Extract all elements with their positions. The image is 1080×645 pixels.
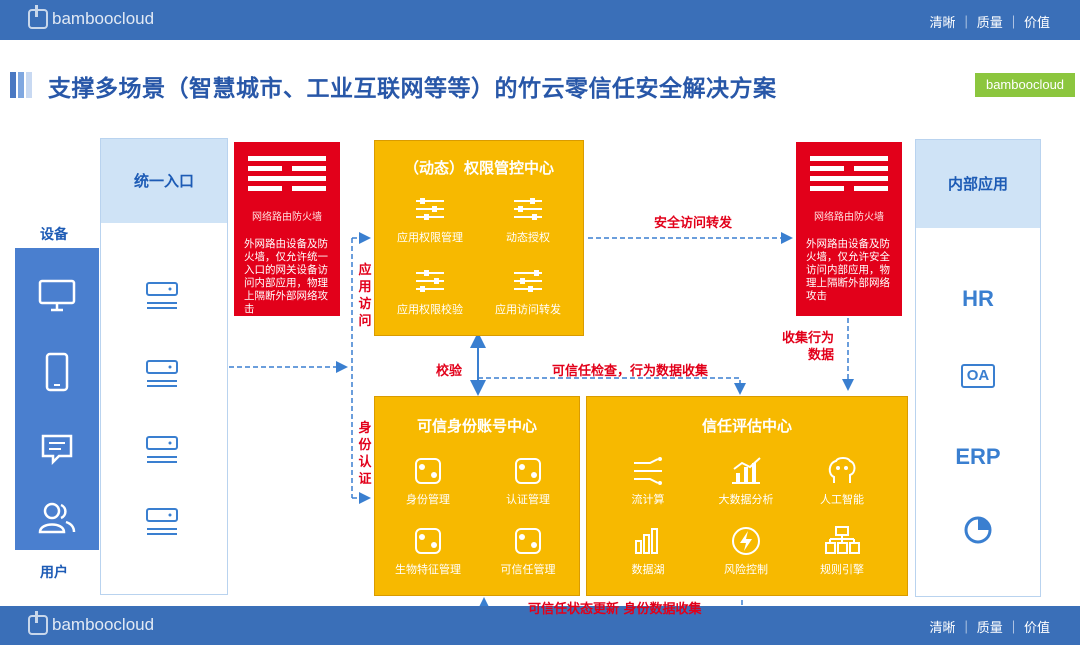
identity-item: 可信任管理 xyxy=(483,525,573,577)
tagline: 清晰 ｜ 质量 ｜ 价值 xyxy=(929,16,1050,31)
identity-item-label: 身份管理 xyxy=(406,493,450,506)
identity-item: 认证管理 xyxy=(483,455,573,507)
trust-item: 风险控制 xyxy=(701,525,791,577)
access-control-center: （动态）权限管控中心 应用权限管理 动态授权 应用权限校验 应用访问转发 xyxy=(374,140,584,336)
identity-center-title: 可信身份账号中心 xyxy=(416,417,537,435)
firewall-right: 网络路由防火墙 外网路由设备及防火墙，仅允许安全访问内部应用，物理上隔断外部网络… xyxy=(796,142,902,316)
access-item: 应用权限校验 xyxy=(385,265,475,317)
identity-item: 身份管理 xyxy=(383,455,473,507)
identity-item: 生物特征管理 xyxy=(383,525,473,577)
trust-item-label: 风险控制 xyxy=(724,563,768,576)
firewall-icon xyxy=(248,156,326,191)
brand-logo: bamboocloud xyxy=(28,611,155,635)
firewall-right-text: 外网路由设备及防火墙，仅允许安全访问内部应用，物理上隔断外部网络攻击 xyxy=(806,238,890,302)
label-collect-behavior: 收集行为数据 xyxy=(781,331,834,363)
trust-item: 人工智能 xyxy=(797,455,887,507)
server-icon xyxy=(146,508,178,535)
access-item-label: 应用权限管理 xyxy=(397,231,463,244)
brand-badge: bamboocloud xyxy=(975,73,1075,97)
unified-entry-title: 统一入口 xyxy=(101,139,227,223)
label-identity-auth: 身份认证 xyxy=(358,421,372,487)
label-app-access: 应用访问 xyxy=(358,263,372,329)
users-label: 用户 xyxy=(40,565,68,581)
trust-item-label: 规则引擎 xyxy=(820,563,864,576)
bamboo-icon xyxy=(28,5,48,29)
access-item-label: 应用访问转发 xyxy=(495,303,561,316)
access-item-label: 动态授权 xyxy=(506,231,550,244)
bamboo-icon xyxy=(28,611,48,635)
trust-item-label: 数据湖 xyxy=(631,563,665,576)
oa-icon: OA xyxy=(960,364,996,388)
bottom-bar: bamboocloud 清晰 ｜ 质量 ｜ 价值 xyxy=(0,606,1080,645)
arrow-trust-check xyxy=(478,377,746,395)
access-control-title: （动态）权限管控中心 xyxy=(403,159,554,177)
bar-chart-icon xyxy=(635,528,658,554)
access-item: 应用访问转发 xyxy=(483,265,573,317)
phone-icon xyxy=(45,352,69,392)
pie-chart-icon xyxy=(964,516,992,544)
identity-center: 可信身份账号中心 身份管理 认证管理 生物特征管理 可信任管理 xyxy=(374,396,580,596)
top-bar: bamboocloud 清晰 ｜ 质量 ｜ 价值 xyxy=(0,0,1080,40)
trust-item-label: 流计算 xyxy=(631,493,665,506)
server-icon xyxy=(146,436,178,463)
unified-entry-column: 统一入口 xyxy=(100,138,228,595)
title-accent xyxy=(18,72,24,98)
identity-item-label: 可信任管理 xyxy=(500,563,556,576)
server-icon xyxy=(146,282,178,309)
internal-apps-column: 内部应用 HR OA ERP xyxy=(915,139,1041,597)
trust-item: 数据湖 xyxy=(603,525,693,577)
access-item-label: 应用权限校验 xyxy=(397,303,463,316)
workflow-icon xyxy=(415,458,441,484)
sliders-icon xyxy=(514,270,542,292)
monitor-icon xyxy=(38,279,76,312)
workflow-icon xyxy=(415,528,441,554)
page-title: 支撑多场景（智慧城市、工业互联网等等）的竹云零信任安全解决方案 xyxy=(48,76,777,102)
identity-item-label: 生物特征管理 xyxy=(395,563,461,576)
server-icon xyxy=(146,360,178,387)
title-accent xyxy=(10,72,16,98)
label-verify: 校验 xyxy=(436,364,463,379)
sliders-icon xyxy=(416,270,444,292)
rules-engine-icon xyxy=(825,526,860,554)
app-erp: ERP xyxy=(955,444,1001,469)
firewall-icon xyxy=(810,156,888,191)
brand-name: bamboocloud xyxy=(52,615,155,634)
label-secure-forward: 安全访问转发 xyxy=(654,216,733,231)
chat-icon xyxy=(41,434,73,466)
app-hr: HR xyxy=(962,286,994,311)
title-accent xyxy=(26,72,32,98)
label-trust-check: 可信任检查，行为数据收集 xyxy=(552,364,709,379)
firewall-right-title: 网络路由防火墙 xyxy=(814,212,884,223)
access-item: 动态授权 xyxy=(483,193,573,245)
app-oa: OA xyxy=(916,360,1040,388)
identity-item-label: 认证管理 xyxy=(506,493,550,506)
users-icon xyxy=(38,502,76,534)
brand-name: bamboocloud xyxy=(52,9,155,28)
tagline: 清晰 ｜ 质量 ｜ 价值 xyxy=(929,621,1050,636)
stream-icon xyxy=(634,457,662,485)
trust-item-label: 大数据分析 xyxy=(718,493,774,506)
workflow-icon xyxy=(515,458,541,484)
firewall-left-title: 网络路由防火墙 xyxy=(252,212,322,223)
devices-column xyxy=(15,248,99,550)
devices-label: 设备 xyxy=(40,227,68,243)
trust-item: 规则引擎 xyxy=(797,525,887,577)
trust-item: 流计算 xyxy=(603,455,693,507)
risk-bolt-icon xyxy=(732,527,760,555)
sliders-icon xyxy=(514,198,542,220)
brain-icon xyxy=(828,457,856,483)
internal-apps-title: 内部应用 xyxy=(916,140,1040,228)
access-item: 应用权限管理 xyxy=(385,193,475,245)
trust-eval-title: 信任评估中心 xyxy=(701,417,792,435)
firewall-left: 网络路由防火墙 外网路由设备及防火墙，仅允许统一入口的网关设备访问内部应用，物理… xyxy=(234,142,340,316)
trust-item-label: 人工智能 xyxy=(820,493,864,506)
brand-logo: bamboocloud xyxy=(28,5,155,29)
label-bottom-loop: 可信任状态更新 身份数据收集 xyxy=(528,602,702,617)
trust-evaluation-center: 信任评估中心 流计算 大数据分析 人工智能 数据湖 风险控制 规则引擎 xyxy=(586,396,908,596)
analytics-icon xyxy=(732,457,761,484)
trust-item: 大数据分析 xyxy=(701,455,791,507)
firewall-left-text: 外网路由设备及防火墙，仅允许统一入口的网关设备访问内部应用，物理上隔断外部网络攻… xyxy=(244,238,328,315)
sliders-icon xyxy=(416,198,444,220)
workflow-icon xyxy=(515,528,541,554)
